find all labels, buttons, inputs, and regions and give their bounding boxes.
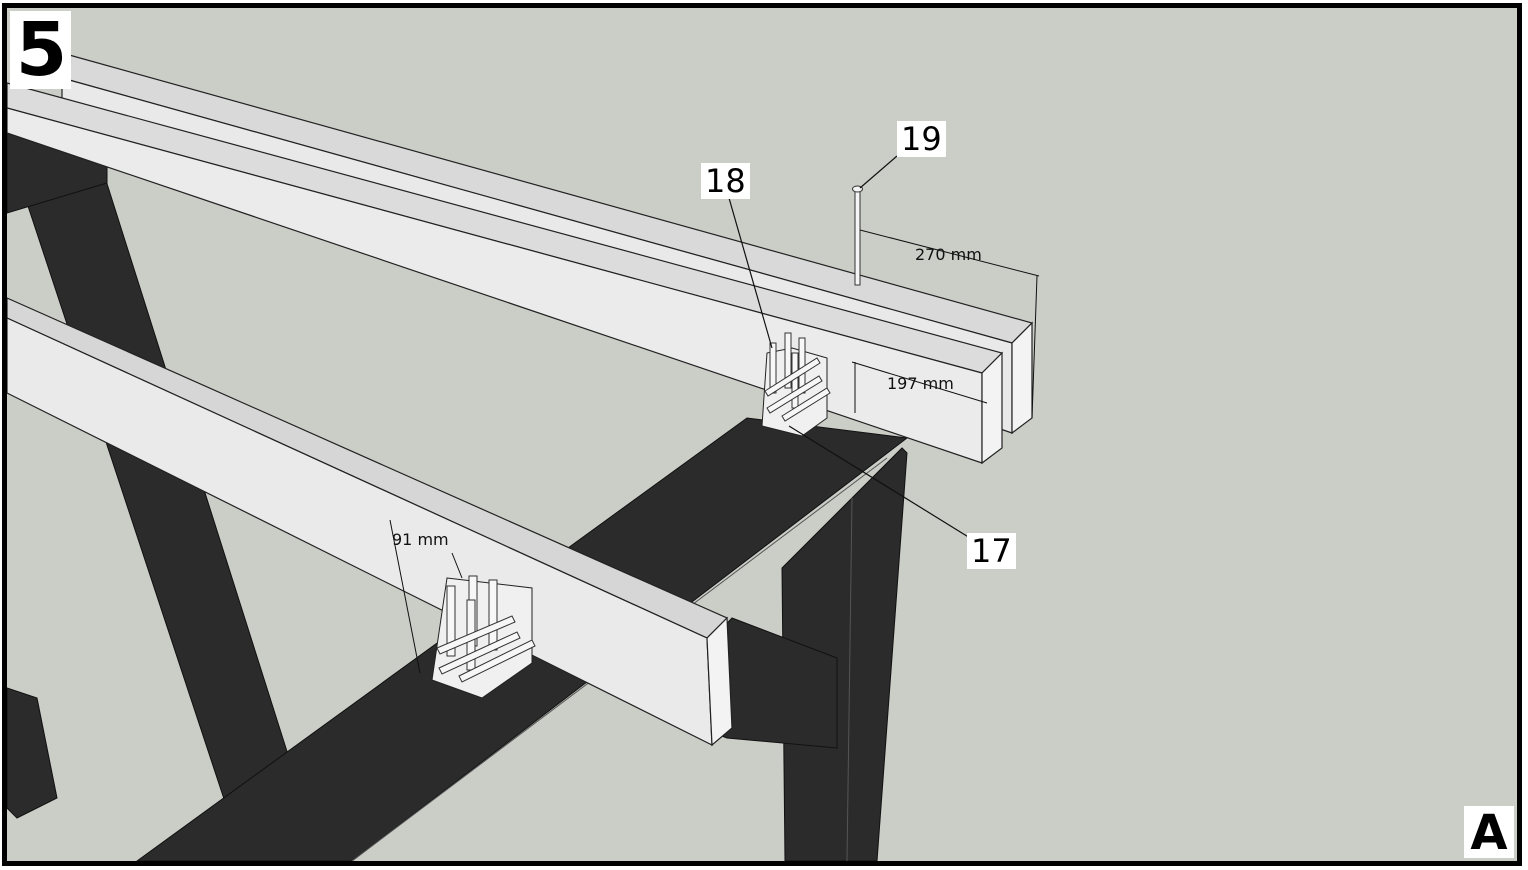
dimension-label-top: 270 mm [915,245,982,264]
right-post [781,447,908,861]
nail [852,185,863,286]
step-number: 5 [10,11,71,89]
callout-part-19: 19 [897,121,946,157]
bracket-plate-lower [431,577,533,699]
screw-cluster-lower [436,575,536,683]
callout-part-17: 17 [967,533,1016,569]
screw-cluster-upper [764,332,831,422]
leader-lines [728,155,971,539]
lower-beam [7,297,733,747]
dimension-lines [389,229,1040,674]
view-letter: A [1464,806,1514,860]
callout-part-18: 18 [701,163,750,199]
upper-beam-front [7,82,1004,465]
diagram-frame: 5 A 18 19 17 270 mm 197 mm 91 mm [2,3,1522,866]
dimension-label-mid: 197 mm [887,374,954,393]
left-lower-leg [7,687,58,819]
dimension-label-lower: 91 mm [392,530,449,549]
assembly-scene [7,52,1040,861]
